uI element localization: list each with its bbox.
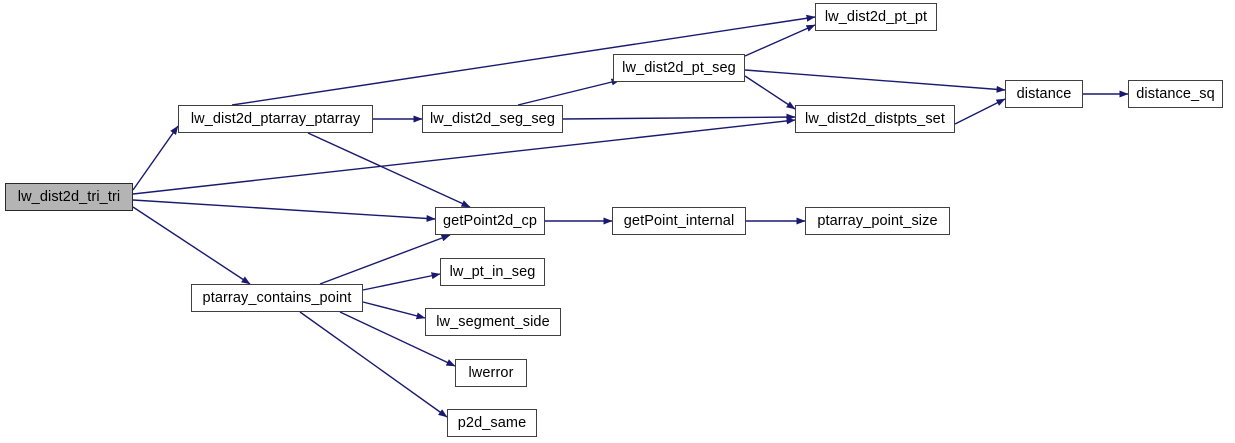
edge-lw_dist2d_pt_seg-to-distance: [744, 69, 1006, 93]
edge-lw_dist2d_distpts_set-to-distance: [954, 98, 1006, 125]
node-ptarray_point_size[interactable]: ptarray_point_size: [805, 207, 950, 235]
node-label: lw_dist2d_seg_seg: [429, 110, 556, 127]
edge-lw_dist2d_tri_tri-to-getPoint2d_cp: [132, 199, 436, 222]
node-lw_dist2d_seg_seg[interactable]: lw_dist2d_seg_seg: [422, 105, 563, 133]
node-ptarray_contains_point[interactable]: ptarray_contains_point: [191, 284, 363, 312]
node-lw_dist2d_ptarray_ptarray[interactable]: lw_dist2d_ptarray_ptarray: [178, 105, 373, 133]
node-distance_sq[interactable]: distance_sq: [1128, 80, 1223, 108]
node-lw_dist2d_distpts_set[interactable]: lw_dist2d_distpts_set: [795, 105, 955, 133]
edge-ptarray_contains_point-to-getPoint2d_cp: [319, 234, 451, 285]
node-p2d_same[interactable]: p2d_same: [447, 409, 537, 437]
node-label: distance: [1016, 85, 1072, 102]
node-getPoint2d_cp[interactable]: getPoint2d_cp: [435, 207, 545, 235]
node-label: lw_pt_in_seg: [449, 263, 536, 280]
node-lw_dist2d_pt_pt[interactable]: lw_dist2d_pt_pt: [815, 3, 937, 31]
edge-ptarray_contains_point-to-lw_pt_in_seg: [362, 272, 441, 291]
node-label: ptarray_point_size: [817, 212, 938, 229]
node-label: lw_dist2d_tri_tri: [17, 188, 121, 205]
edge-lw_dist2d_tri_tri-to-ptarray_contains_point: [132, 206, 251, 285]
node-lw_pt_in_seg[interactable]: lw_pt_in_seg: [440, 258, 545, 286]
node-label: lwerror: [468, 364, 514, 381]
node-label: ptarray_contains_point: [202, 289, 352, 306]
node-label: getPoint_internal: [623, 212, 735, 229]
edge-ptarray_contains_point-to-lw_segment_side: [362, 301, 426, 320]
node-lwerror[interactable]: lwerror: [455, 359, 527, 387]
node-lw_dist2d_pt_seg[interactable]: lw_dist2d_pt_seg: [613, 54, 745, 82]
edge-lw_dist2d_pt_seg-to-lw_dist2d_pt_pt: [744, 24, 816, 57]
node-lw_segment_side[interactable]: lw_segment_side: [425, 308, 561, 336]
node-label: getPoint2d_cp: [442, 212, 537, 229]
edge-lw_dist2d_seg_seg-to-lw_dist2d_pt_seg: [517, 78, 621, 106]
node-label: lw_dist2d_distpts_set: [805, 110, 945, 127]
node-label: p2d_same: [457, 414, 527, 431]
node-label: lw_dist2d_pt_pt: [824, 8, 928, 25]
node-label: lw_dist2d_ptarray_ptarray: [190, 110, 361, 127]
edge-lw_dist2d_seg_seg-to-lw_dist2d_distpts_set: [562, 113, 796, 121]
node-label: distance_sq: [1136, 85, 1215, 102]
node-label: lw_segment_side: [436, 313, 550, 330]
edge-lw_dist2d_tri_tri-to-lw_dist2d_ptarray_ptarray: [132, 125, 179, 191]
edge-lw_dist2d_ptarray_ptarray-to-getPoint2d_cp: [307, 132, 471, 208]
node-label: lw_dist2d_pt_seg: [622, 59, 736, 76]
node-lw_dist2d_tri_tri[interactable]: lw_dist2d_tri_tri: [5, 183, 133, 211]
node-getPoint_internal[interactable]: getPoint_internal: [612, 207, 746, 235]
edge-lw_dist2d_pt_seg-to-lw_dist2d_distpts_set: [744, 75, 796, 110]
node-distance[interactable]: distance: [1005, 80, 1083, 108]
